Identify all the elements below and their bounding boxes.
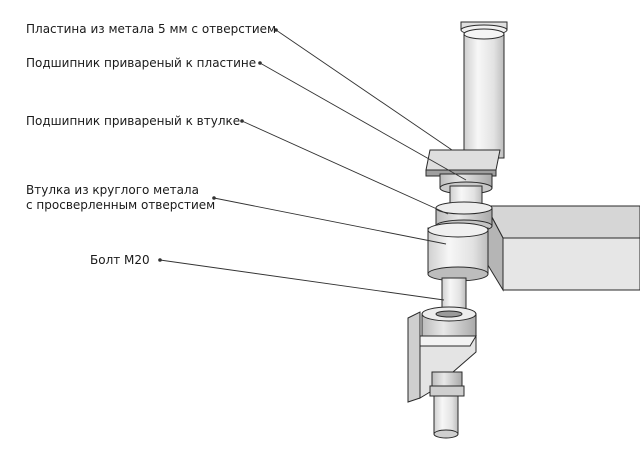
label-bolt-m20: Болт М20 <box>90 253 150 268</box>
label-line: с просверленным отверстием <box>26 198 216 212</box>
label-line: Пластина из метала 5 мм с отверстием <box>26 22 277 36</box>
leader-bolt <box>159 259 445 301</box>
leader-plate <box>275 29 453 151</box>
label-line: Подшипник привареный к пластине <box>26 56 257 70</box>
leader-bearing-plate <box>259 62 467 181</box>
bearing-lower <box>421 306 477 337</box>
metal-plate <box>425 149 501 177</box>
round-sleeve <box>427 222 489 282</box>
label-bearing-sleeve: Подшипник привареный к втулке <box>26 114 240 129</box>
label-line: Втулка из круглого метала <box>26 183 199 197</box>
label-bearing-plate: Подшипник привареный к пластине <box>26 56 256 71</box>
leader-dots <box>158 28 278 262</box>
leader-bearing-sleeve <box>241 120 449 215</box>
label-line: Болт М20 <box>90 253 150 267</box>
nut-and-bolt-end <box>429 371 465 439</box>
label-round-sleeve: Втулка из круглого метала с просверленны… <box>26 183 215 213</box>
label-line: Подшипник привареный к втулке <box>26 114 241 128</box>
square-tube-arm <box>485 205 640 292</box>
label-metal-plate: Пластина из метала 5 мм с отверстием <box>26 22 276 37</box>
top-rod <box>460 21 508 159</box>
leader-lines <box>159 29 467 301</box>
leader-sleeve <box>213 197 447 245</box>
